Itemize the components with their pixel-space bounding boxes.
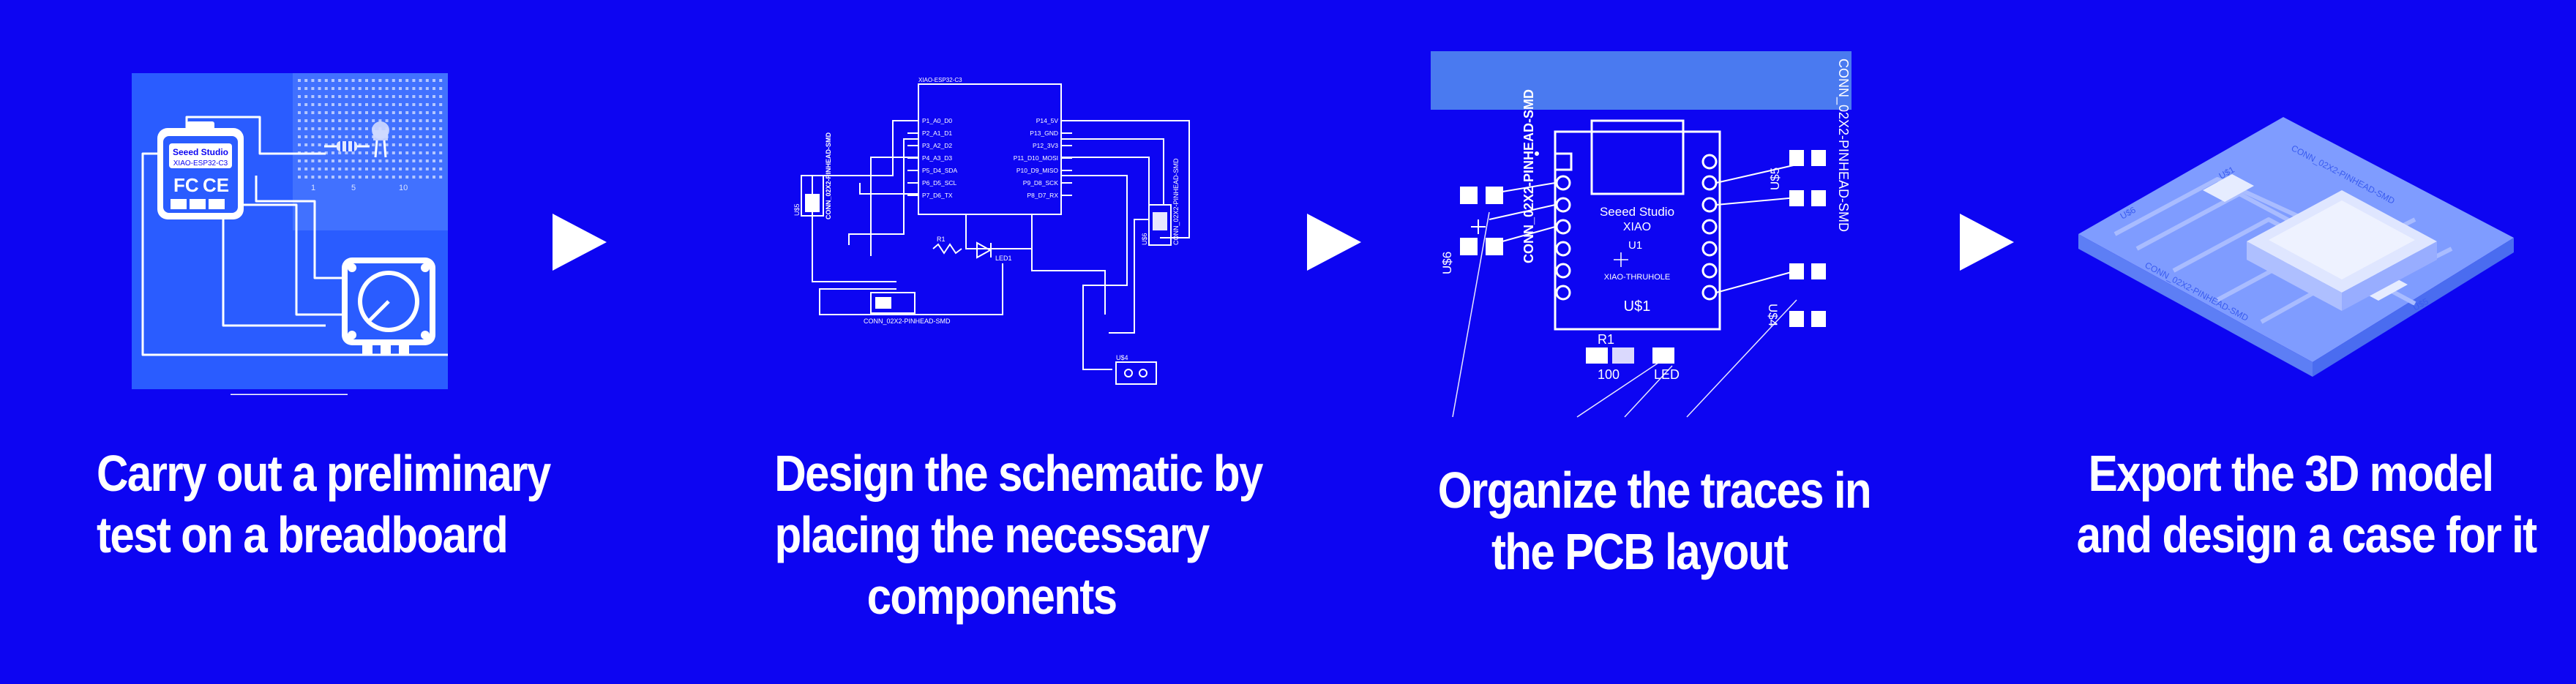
- left-connector: CONN_02X2-PINHEAD-SMD U$5: [793, 132, 832, 219]
- xiao-module-3d: [2247, 190, 2437, 311]
- potentiometer: [342, 258, 435, 356]
- pin-right-2: P13_GND: [1030, 129, 1058, 137]
- led-component: [372, 121, 389, 158]
- xiao-board: Seeed Studio XIAO-ESP32-C3 FC CE: [157, 121, 244, 219]
- fcc-mark: FC: [173, 174, 199, 196]
- step-1-line-2: test on a breadboard: [97, 506, 509, 563]
- board-brand: Seeed Studio: [173, 147, 228, 157]
- u5-label: U$5: [793, 203, 801, 216]
- pcb-model: XIAO: [1623, 221, 1651, 233]
- bottom-connector: CONN_02X2-PINHEAD-SMD: [864, 292, 951, 325]
- pcb-brand: Seeed Studio: [1600, 205, 1674, 219]
- pin-right-4: P11_D10_MOSI: [1014, 154, 1058, 162]
- pin-right-1: P14_5V: [1036, 117, 1059, 124]
- row-number-1: 1: [311, 184, 315, 192]
- pcb-us6: U$6: [1440, 252, 1454, 274]
- pin-right-3: P12_3V3: [1033, 142, 1058, 149]
- pcb-layout-illustration: Seeed Studio XIAO U1 XIAO-THRUHOLE U$1: [1431, 51, 1855, 424]
- pin-left-4: P4_A3_D3: [922, 154, 952, 162]
- step-2-line-3: components: [866, 568, 1117, 625]
- pin-right-7: P8_D7_RX: [1027, 192, 1058, 199]
- pcb-us1: U$1: [1624, 298, 1651, 315]
- conn-label-side: CONN_02X2-PINHEAD-SMD: [825, 132, 832, 219]
- u4-connector: U$4: [1115, 354, 1157, 385]
- step-3-line-2: the PCB layout: [1491, 523, 1789, 580]
- step-arrow-1: [553, 214, 607, 271]
- step-4-line-1: Export the 3D model: [2088, 445, 2494, 502]
- breadboard-illustration: 1 5 10: [128, 73, 450, 395]
- chip-title: XIAO-ESP32-C3: [918, 77, 962, 83]
- pcb-conn-left: CONN_02X2-PINHEAD-SMD U$6: [1440, 89, 1536, 274]
- step-1-line-1: Carry out a preliminary: [97, 445, 551, 502]
- pin-left-3: P3_A2_D2: [922, 142, 952, 149]
- pcb-r1-led: R1 100 LED: [1586, 332, 1680, 382]
- pcb-u1: U1: [1628, 239, 1642, 252]
- step-1-caption: Carry out a preliminary test on a breadb…: [97, 443, 551, 565]
- step-3-line-1: Organize the traces in: [1437, 462, 1872, 519]
- ce-mark: CE: [203, 174, 229, 196]
- pcb-conn-left-label: CONN_02X2-PINHEAD-SMD: [1521, 89, 1536, 263]
- case-3d-illustration: U$1 CONN_02X2-PINHEAD-SMD CONN_02X2-PINH…: [2071, 110, 2525, 388]
- step-2-line-2: placing the necessary: [774, 506, 1210, 563]
- pin-left-2: P2_A1_D1: [922, 129, 952, 137]
- pin-left-1: P1_A0_D0: [922, 117, 952, 124]
- schematic-illustration: XIAO-ESP32-C3 P1_A0_D0 P2_A1_D1 P3_A2_D2…: [783, 73, 1193, 395]
- pin-left-6: P6_D5_SCL: [922, 179, 957, 187]
- pin-right-6: P9_D8_SCK: [1023, 179, 1059, 187]
- conn-label-bottom: CONN_02X2-PINHEAD-SMD: [864, 317, 951, 325]
- step-4-caption: Export the 3D model and design a case fo…: [2076, 443, 2538, 565]
- right-connector: CONN_02X2-PINHEAD-SMD U$6: [1141, 158, 1180, 246]
- pin-left-5: P5_D4_SDA: [922, 167, 958, 174]
- step-2-line-1: Design the schematic by: [774, 445, 1263, 502]
- pcb-led: LED: [1654, 367, 1680, 382]
- pcb-conn-right-label: CONN_02X2-PINHEAD-SMD: [1835, 59, 1851, 232]
- pin-left-7: P7_D6_TX: [922, 192, 953, 199]
- step-3-caption: Organize the traces in the PCB layout: [1437, 459, 1872, 582]
- u4-label: U$4: [1116, 354, 1128, 361]
- step-4-line-2: and design a case for it: [2076, 506, 2538, 563]
- u6-label: U$6: [1141, 233, 1148, 245]
- resistor-component: [324, 141, 370, 151]
- schematic-resistor: R1: [932, 236, 962, 255]
- step-arrow-3: [1960, 214, 2014, 271]
- pin-right-5: P10_D9_MISO: [1016, 167, 1059, 174]
- step-2-caption: Design the schematic by placing the nece…: [774, 443, 1263, 627]
- pcb-thruhole: XIAO-THRUHOLE: [1604, 273, 1670, 282]
- xiao-footprint: Seeed Studio XIAO U1 XIAO-THRUHOLE U$1: [1535, 119, 1721, 331]
- board-model: XIAO-ESP32-C3: [173, 159, 228, 168]
- pcb-r1: R1: [1598, 332, 1614, 347]
- row-number-10: 10: [399, 184, 408, 192]
- row-number-5: 5: [351, 184, 356, 192]
- pcb-us5: U$5: [1768, 168, 1782, 190]
- pcb-us4: U$4: [1766, 304, 1780, 326]
- r1-label: R1: [937, 236, 946, 243]
- led1-label: LED1: [995, 255, 1012, 262]
- schematic-led: LED1: [976, 241, 1012, 262]
- pcb-r-value: 100: [1598, 367, 1620, 382]
- conn-label-right: CONN_02X2-PINHEAD-SMD: [1172, 158, 1180, 245]
- pcb-conn-right: CONN_02X2-PINHEAD-SMD U$5 U$4: [1766, 59, 1851, 327]
- step-arrow-2: [1307, 214, 1361, 271]
